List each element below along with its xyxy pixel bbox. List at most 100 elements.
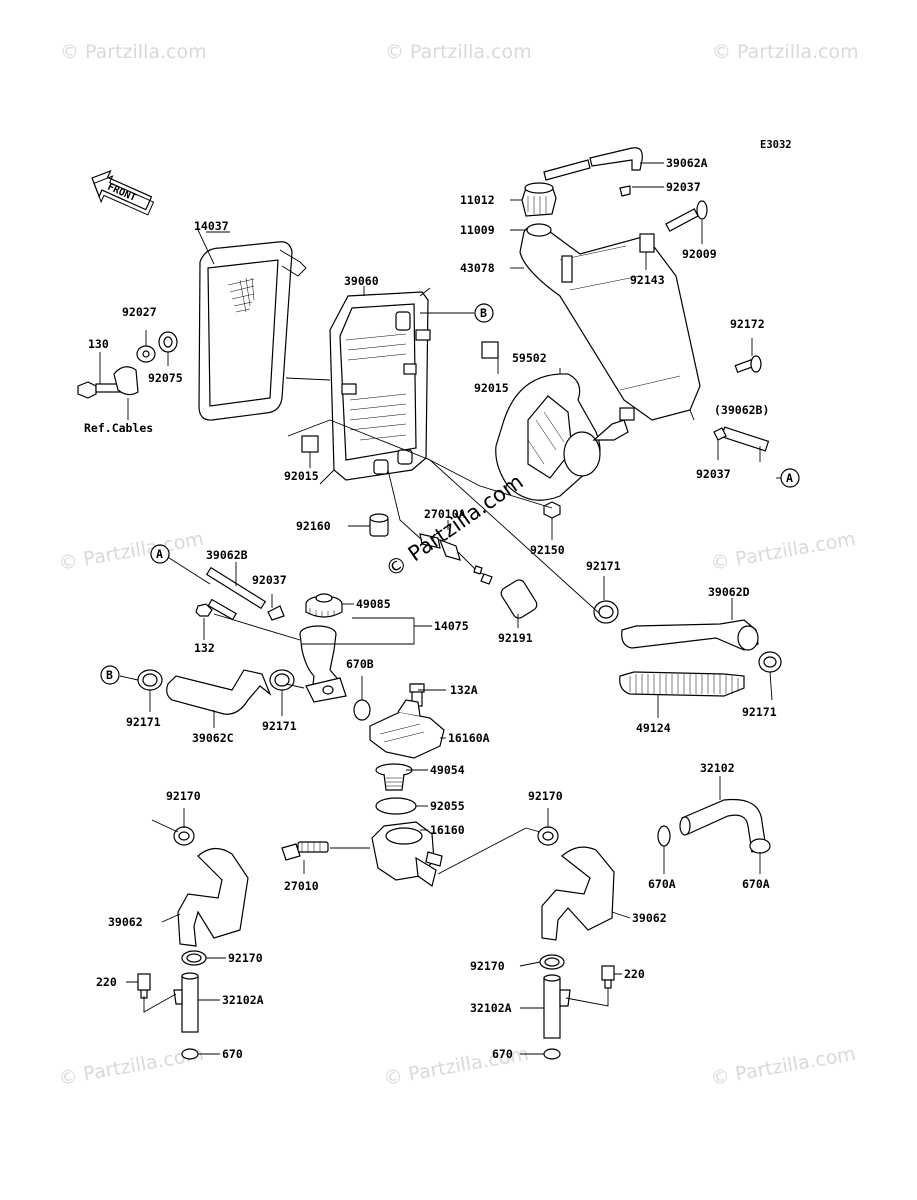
callout: 130 <box>88 337 109 351</box>
thermostat-49054 <box>375 763 413 791</box>
callout: 49124 <box>636 721 671 735</box>
overflow-hose-39062A <box>543 147 643 181</box>
nut-92150 <box>543 501 561 519</box>
callout: 39062B <box>206 548 248 562</box>
sensor-27010 <box>281 841 329 861</box>
bolt-132 <box>195 598 237 621</box>
hose-39062-left <box>177 847 249 947</box>
reservoir-cap <box>521 182 557 217</box>
clamp-92170-upper-right <box>537 826 559 846</box>
callout: 92150 <box>530 543 565 557</box>
fan-switch-27010A <box>419 533 493 585</box>
clamp-92170-lower-left <box>181 950 207 966</box>
callout: 92143 <box>630 273 665 287</box>
ref-circle-b-top: B <box>474 303 494 323</box>
o-ring-670A-right <box>749 838 771 854</box>
bolt-92009 <box>665 200 708 232</box>
callout: 670 <box>222 1047 243 1061</box>
callout: 11012 <box>460 193 495 207</box>
thermostat-housing-16160 <box>371 821 443 888</box>
hose-39062-right <box>541 846 615 941</box>
callout: 32102A <box>222 993 264 1007</box>
clip-92037-center <box>267 605 285 621</box>
cushion-92015-right <box>481 341 499 359</box>
watermark: © Partzilla.com <box>709 1043 857 1090</box>
watermark: © Partzilla.com <box>709 528 857 575</box>
ref-circle-a-left: A <box>150 544 170 564</box>
callout: 39062D <box>708 585 750 599</box>
callout: 670B <box>346 657 374 671</box>
callout: Ref.Cables <box>84 421 153 435</box>
callout: 39062 <box>108 915 143 929</box>
callout: 39060 <box>344 274 379 288</box>
center-watermark: © Partzilla.com <box>381 469 528 582</box>
clamp-92171-upper <box>593 600 619 624</box>
callout: 92027 <box>122 305 157 319</box>
front-arrow-icon: FRONT <box>91 169 155 216</box>
callout: (39062B) <box>714 403 769 417</box>
callout: 49054 <box>430 763 465 777</box>
callout: 132 <box>194 641 215 655</box>
callout: 16160A <box>448 731 490 745</box>
svg-text:B: B <box>480 306 487 320</box>
clamp-92170-upper-left <box>173 826 195 846</box>
ref-circle-b-left: B <box>100 665 120 685</box>
hose-39062D <box>621 619 759 651</box>
callout: 670 <box>492 1047 513 1061</box>
clamp-92170-lower-right <box>539 954 565 970</box>
clamp-92171-left <box>137 669 163 691</box>
hose-39062C <box>166 669 272 715</box>
watermark-layer: © Partzilla.com © Partzilla.com © Partzi… <box>57 41 859 1090</box>
pipe-32102 <box>679 798 767 853</box>
callout: 92009 <box>682 247 717 261</box>
clamp-92171-right <box>758 651 782 673</box>
grommet-92027 <box>136 345 156 363</box>
corrugated-hose-49124 <box>619 671 745 697</box>
cushion-92015-left <box>301 435 319 453</box>
svg-text:B: B <box>106 668 113 682</box>
callout: 92191 <box>498 631 533 645</box>
collar-92143 <box>639 233 655 253</box>
pipe-32102A-left <box>173 972 199 1033</box>
callout: 14037 <box>194 219 229 233</box>
callout: 92171 <box>586 559 621 573</box>
filler-cap-49085 <box>305 593 343 618</box>
hose-39062B-right <box>720 426 770 452</box>
callout: 11009 <box>460 223 495 237</box>
ref-circle-a-right: A <box>780 468 800 488</box>
callout: 92171 <box>126 715 161 729</box>
callout: 92075 <box>148 371 183 385</box>
bolt-130 <box>77 366 139 399</box>
callout: 39062 <box>632 911 667 925</box>
callout: 92015 <box>284 469 319 483</box>
o-ring-670-right <box>543 1048 561 1060</box>
o-ring-670-left <box>181 1048 199 1060</box>
callout: 92170 <box>470 959 505 973</box>
cooling-fan <box>495 373 635 501</box>
callout: 92172 <box>730 317 765 331</box>
callout: 59502 <box>512 351 547 365</box>
callout: 670A <box>742 877 770 891</box>
callout: 220 <box>96 975 117 989</box>
callout: 32102A <box>470 1001 512 1015</box>
callout: 92037 <box>696 467 731 481</box>
callout: 92170 <box>228 951 263 965</box>
grommet-92075 <box>158 331 178 353</box>
watermark: © Partzilla.com <box>712 41 859 63</box>
thermostat-cover-16160A <box>369 699 445 759</box>
filler-neck-14075 <box>299 625 347 703</box>
svg-text:A: A <box>156 547 163 561</box>
watermark: © Partzilla.com <box>57 1043 205 1090</box>
reservoir-tank <box>519 225 701 421</box>
clip-92037-top <box>619 185 631 197</box>
callout: 92037 <box>666 180 701 194</box>
callout: 27010A <box>424 507 466 521</box>
callout: 32102 <box>700 761 735 775</box>
hose-39062B-left <box>205 566 267 610</box>
callout: 39062A <box>666 156 708 170</box>
clamp-92171-mid <box>269 669 295 691</box>
collar-92160 <box>369 513 389 537</box>
callout: 16160 <box>430 823 465 837</box>
